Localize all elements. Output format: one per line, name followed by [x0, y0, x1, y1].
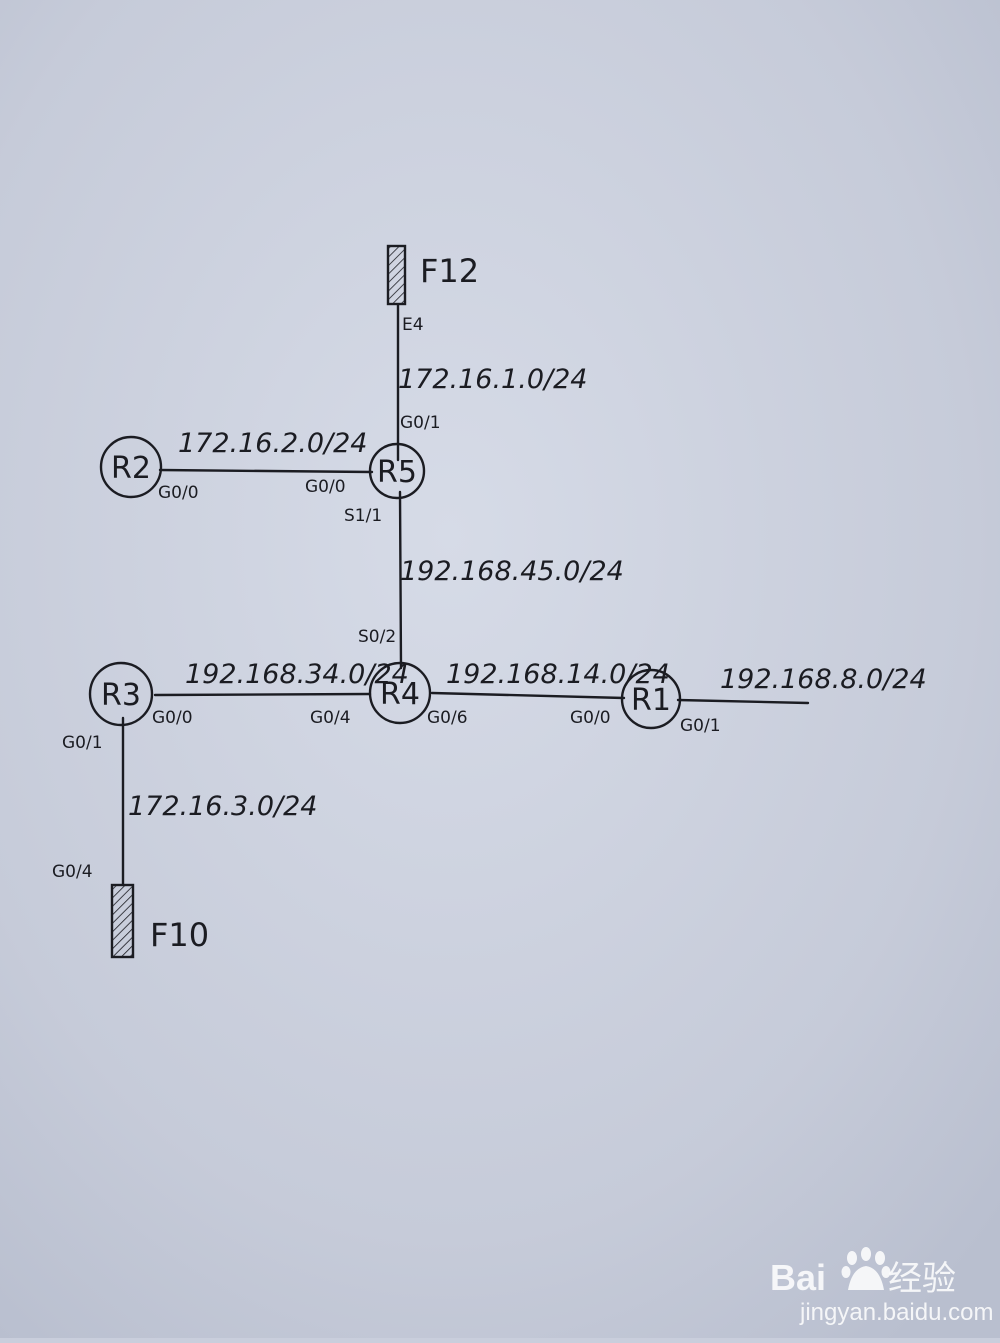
- port-label-r5-s11: S1/1: [344, 506, 382, 526]
- link-r5-r4: [398, 490, 403, 670]
- router-r5: R5: [368, 442, 426, 500]
- net-label-f12-r5: 172.16.1.0/24: [398, 364, 587, 395]
- router-r3-icon: [88, 661, 154, 727]
- net-label-r1-out: 192.168.8.0/24: [720, 664, 927, 695]
- router-r2-label: R2: [111, 451, 151, 486]
- port-label-r4-g06: G0/6: [427, 708, 468, 728]
- watermark-url: jingyan.baidu.com: [799, 1299, 993, 1326]
- baidu-paw-icon: [841, 1247, 891, 1290]
- net-label-r4-r1: 192.168.14.0/24: [446, 659, 670, 690]
- router-r1: R1: [620, 668, 682, 730]
- port-label-r2-g00: G0/0: [158, 483, 199, 503]
- device-f12: F12: [386, 244, 479, 306]
- router-r5-icon: [368, 442, 426, 500]
- device-f12-label: F12: [420, 252, 479, 290]
- device-f10-label: F10: [150, 916, 209, 954]
- port-label-f12-e4: E4: [402, 315, 424, 335]
- router-r2-icon: [99, 435, 163, 499]
- router-r5-label: R5: [377, 455, 417, 490]
- router-r1-label: R1: [631, 683, 671, 718]
- watermark-brand-left: Bai: [770, 1257, 826, 1298]
- net-label-r5-r4: 192.168.45.0/24: [400, 556, 624, 587]
- link-r2-r5: [158, 468, 374, 474]
- device-f10: F10: [110, 883, 209, 959]
- router-r1-icon: [620, 668, 682, 730]
- port-label-r3-g00: G0/0: [152, 708, 193, 728]
- link-r1-out: [676, 698, 810, 705]
- port-label-r4-g04: G0/4: [310, 708, 351, 728]
- net-label-r2-r5: 172.16.2.0/24: [178, 428, 367, 459]
- port-label-r1-g00: G0/0: [570, 708, 611, 728]
- port-label-f10-g04: G0/4: [52, 862, 93, 882]
- net-label-r3-f10: 172.16.3.0/24: [128, 791, 317, 822]
- port-label-r5-g00: G0/0: [305, 477, 346, 497]
- firewall-f12-icon: [386, 244, 407, 306]
- port-label-r5-g01: G0/1: [400, 413, 441, 433]
- watermark: Bai 经验 jingyan.baidu.com: [770, 1247, 993, 1326]
- router-r3-label: R3: [101, 678, 141, 713]
- port-label-r4-s02: S0/2: [358, 627, 396, 647]
- router-r4-icon: [368, 661, 432, 725]
- router-r3: R3: [88, 661, 154, 727]
- net-label-r3-r4: 192.168.34.0/24: [185, 659, 409, 690]
- port-label-r3-g01: G0/1: [62, 733, 103, 753]
- router-r2: R2: [99, 435, 163, 499]
- firewall-f10-icon: [110, 883, 135, 959]
- router-r4-label: R4: [380, 677, 420, 712]
- watermark-brand-right: 经验: [888, 1260, 956, 1298]
- router-r4: R4: [368, 661, 432, 725]
- link-r3-r4: [153, 692, 372, 697]
- link-r4-r1: [430, 691, 626, 700]
- port-label-r1-g01: G0/1: [680, 716, 721, 736]
